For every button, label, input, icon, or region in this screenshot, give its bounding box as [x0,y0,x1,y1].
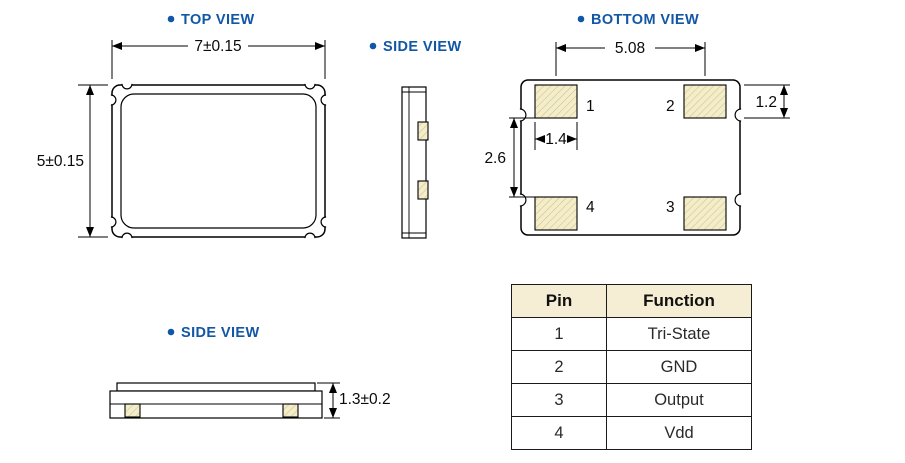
lid-profile [116,382,316,392]
side-view-top-label: SIDE VIEW [383,39,462,55]
pad-number-2: 2 [666,98,675,115]
castellation-notch [110,94,117,106]
pin-function-table: Pin Function 1 Tri-State 2 GND 3 Output … [511,284,752,450]
function-cell: Vdd [606,416,752,450]
pad-height-dimension: 1.2 [755,94,777,111]
bullet-icon [577,15,585,23]
side-view-vertical: SIDE VIEW [369,39,462,239]
pin-column-header: Pin [511,284,607,318]
function-column-header: Function [606,284,752,318]
castellation-notch [734,193,742,207]
side-body-outline [401,86,427,239]
castellation-notch [304,232,316,239]
table-row: 2 GND [511,350,752,384]
pin-cell: 2 [511,350,607,384]
castellation-notch [734,108,742,122]
table-row: 1 Tri-State [511,317,752,351]
pad-4 [534,196,578,231]
pad-number-3: 3 [666,199,675,216]
pad-1 [534,84,578,119]
table-row: 4 Vdd [511,416,752,450]
pin-cell: 3 [511,383,607,417]
pad-width-dimension: 1.4 [545,131,567,148]
pin-cell: 1 [511,317,607,351]
function-cell: Output [606,383,752,417]
castellation-notch [121,83,133,90]
bottom-view-label: BOTTOM VIEW [591,12,699,28]
pad-number-4: 4 [586,199,595,216]
package-lid [120,93,317,229]
pad-2 [683,84,727,119]
package-outline [520,79,741,236]
function-cell: GND [606,350,752,384]
castellation-notch [320,216,327,228]
top-width-dimension: 7±0.15 [194,38,241,55]
castellation-notch [304,83,316,90]
side-pad [417,180,429,200]
package-height-dimension: 1.3±0.2 [339,391,391,408]
side-pad [124,403,141,418]
pad-number-1: 1 [586,98,595,115]
bullet-icon [167,15,175,23]
castellation-notch [121,232,133,239]
side-pad [282,403,299,418]
side-view-horizontal: SIDE VIEW 1.3±0.2 [109,325,391,419]
pin-cell: 4 [511,416,607,450]
bullet-icon [167,328,175,336]
function-cell: Tri-State [606,317,752,351]
pad-3 [683,196,727,231]
side-view-bottom-label: SIDE VIEW [181,325,260,341]
bullet-icon [369,42,377,50]
castellation-notch [320,94,327,106]
pad-gap-dimension: 2.6 [484,150,506,167]
table-row: 3 Output [511,383,752,417]
top-view-label: TOP VIEW [181,12,255,28]
top-height-dimension: 5±0.15 [37,153,84,170]
table-header-row: Pin Function [511,284,752,318]
pad-pitch-dimension: 5.08 [615,40,645,57]
bottom-view: BOTTOM VIEW 5.08 1 2 4 3 1.2 [484,12,790,236]
side-pad [417,121,429,141]
top-view: TOP VIEW 7±0.15 5±0.15 [37,12,327,239]
castellation-notch [110,216,117,228]
